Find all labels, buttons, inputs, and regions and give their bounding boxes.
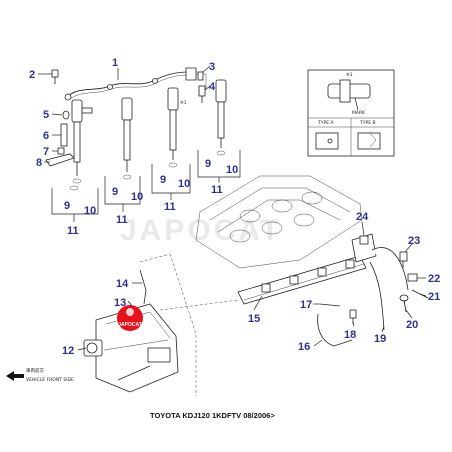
callout-4: 4	[209, 81, 216, 93]
injection-pipe-1	[64, 67, 207, 101]
callout-19: 19	[374, 333, 386, 345]
front-label-jp: 車両前方	[26, 367, 44, 374]
callout-24: 24	[356, 211, 369, 223]
callout-8: 8	[36, 157, 42, 169]
supply-pump-12	[83, 303, 179, 393]
sensor-24	[359, 235, 369, 245]
callout-12: 12	[62, 345, 74, 357]
injector-d	[215, 79, 227, 156]
bolt-2	[51, 69, 59, 84]
bolt-7	[57, 147, 65, 155]
callout-13: 13	[114, 297, 126, 309]
callout-11a: 11	[67, 225, 79, 237]
callout-18: 18	[344, 329, 356, 341]
callout-22: 22	[428, 273, 440, 285]
note-1-detail: ※1	[346, 72, 353, 78]
callout-11d: 11	[211, 184, 223, 196]
leader-lines	[38, 65, 427, 351]
callout-9c: 9	[160, 174, 166, 186]
callout-1: 1	[112, 57, 118, 69]
callout-9b: 9	[112, 186, 118, 198]
callout-11b: 11	[116, 214, 128, 226]
gasket-5	[62, 110, 70, 120]
bracket-group-b	[104, 176, 141, 212]
callout-2: 2	[29, 69, 35, 81]
cylinder-head	[195, 175, 363, 269]
clamp-18	[349, 309, 357, 324]
front-label-en: VEHICLE FRONT SIDE	[26, 377, 74, 383]
holder-6	[60, 123, 68, 147]
injector-a	[71, 99, 93, 184]
callout-9a: 9	[64, 200, 70, 212]
fuel-pipe-19	[369, 247, 409, 331]
callout-15: 15	[248, 313, 260, 325]
hose-20	[399, 294, 409, 313]
injector-b	[121, 97, 133, 180]
bracket-group-d	[197, 150, 241, 183]
note-1: ※1	[180, 100, 187, 106]
callout-7: 7	[43, 146, 49, 158]
callout-23: 23	[408, 235, 420, 247]
callout-5: 5	[43, 109, 49, 121]
detail-box	[307, 69, 395, 157]
callout-21: 21	[428, 291, 440, 303]
callout-10c: 10	[178, 178, 190, 190]
guide-lines	[139, 253, 239, 396]
callout-6: 6	[43, 130, 49, 142]
connector-22	[407, 273, 418, 282]
injector-c	[167, 87, 179, 168]
clamp-3	[197, 71, 204, 81]
type-a-label: TYPE A	[317, 120, 334, 126]
callout-11c: 11	[164, 201, 176, 213]
washer-8	[45, 153, 75, 167]
watermark: JAPOCAT	[120, 214, 282, 247]
fitting-4	[198, 85, 206, 103]
fuel-pipe-16	[317, 313, 353, 347]
callout-10a: 10	[84, 205, 96, 217]
callout-10b: 10	[131, 191, 143, 203]
connector-23	[399, 251, 408, 268]
arrow-left-icon	[6, 371, 24, 381]
callout-17: 17	[300, 299, 312, 311]
callout-16: 16	[298, 341, 310, 353]
stamp-text: JAPOCAT	[118, 322, 142, 328]
type-b-label: TYPE B	[359, 120, 376, 126]
callout-14: 14	[116, 278, 129, 290]
callout-10d: 10	[226, 164, 238, 176]
mark-label: MARK	[352, 110, 366, 116]
diagram-caption: TOYOTA KDJ120 1KDFTV 08/2006>	[150, 411, 275, 420]
bracket-group-a	[51, 185, 99, 222]
bracket-group-c	[151, 164, 191, 200]
japocat-stamp-icon: JAPOCAT	[117, 305, 143, 331]
callout-9d: 9	[205, 158, 211, 170]
common-rail-15	[237, 233, 377, 305]
callout-3: 3	[209, 61, 215, 73]
hose-14	[139, 269, 147, 305]
clamp-17	[319, 303, 341, 307]
callout-20: 20	[406, 319, 418, 331]
